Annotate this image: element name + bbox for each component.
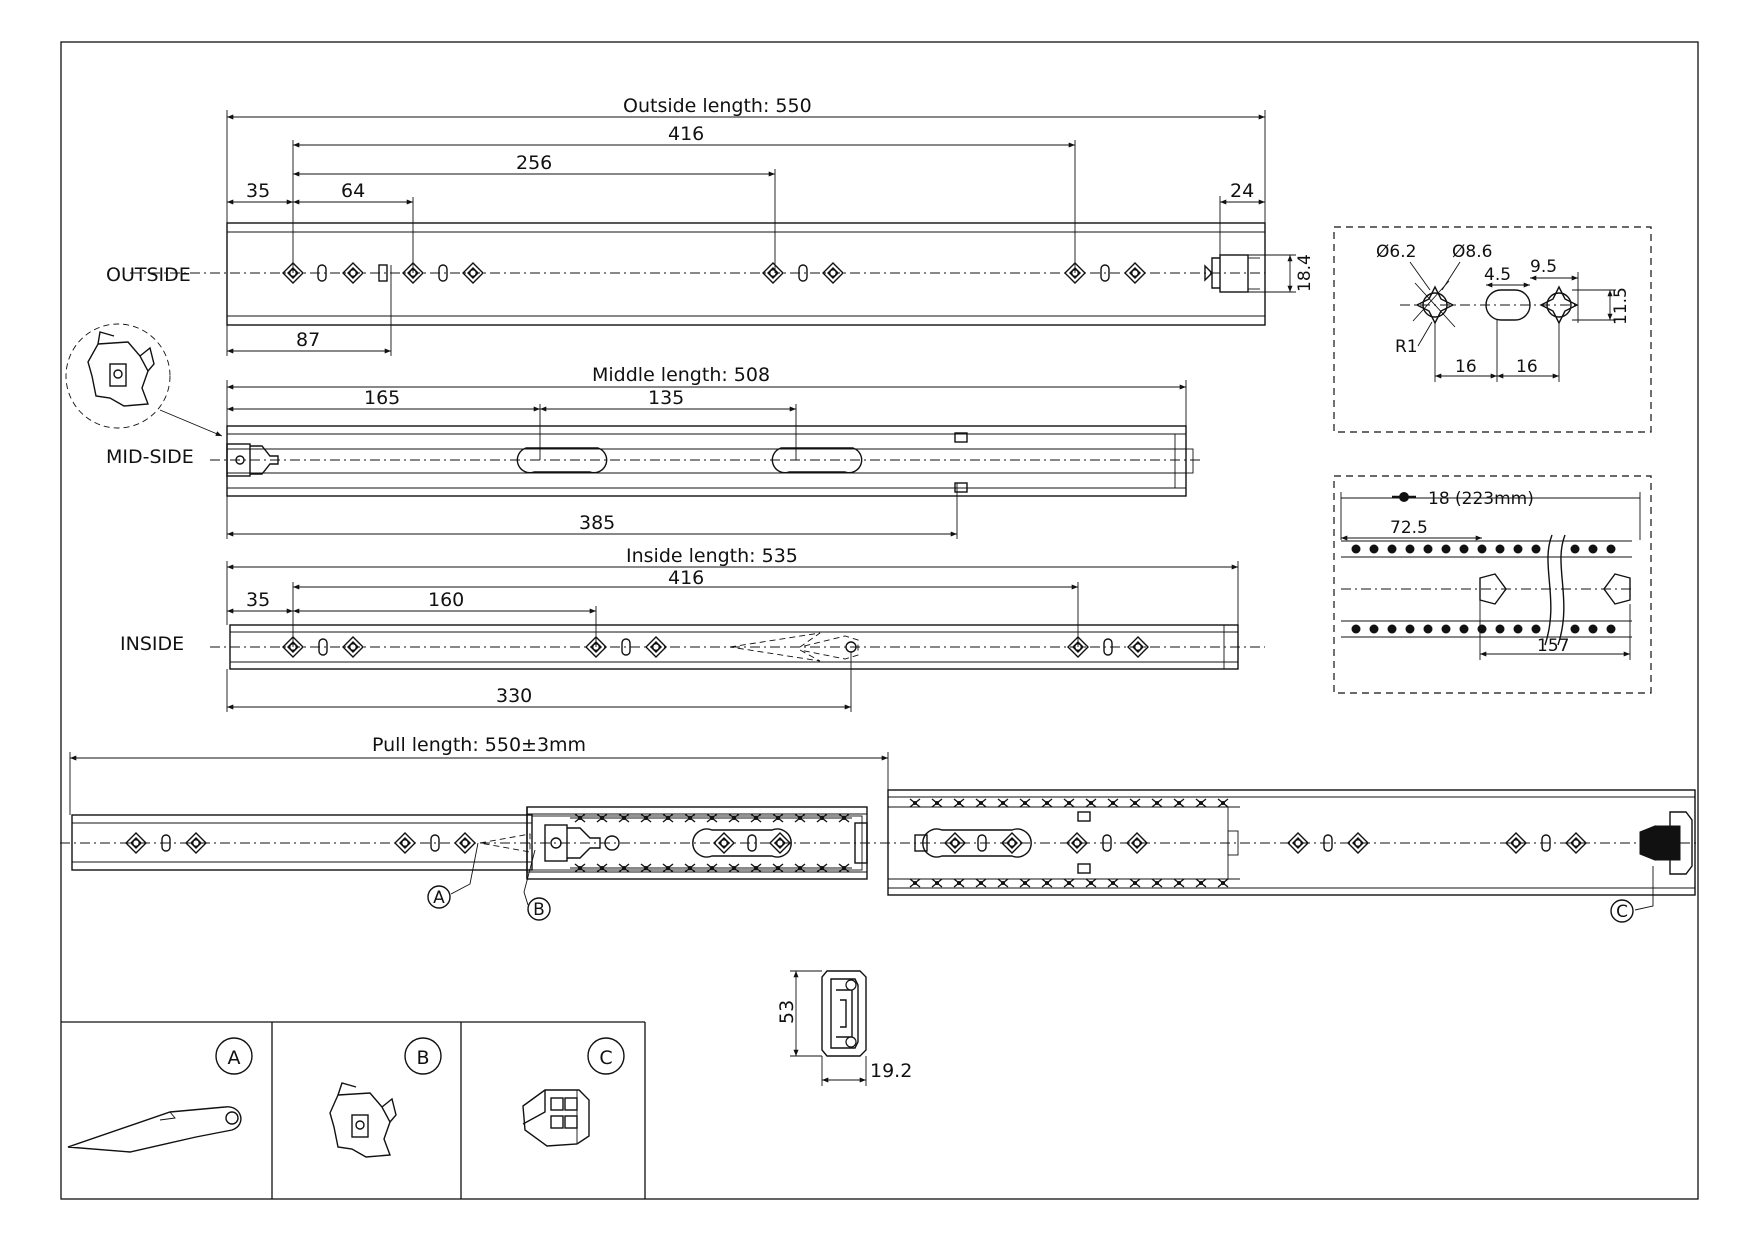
- hole-dim-4-5: 4.5: [1484, 265, 1511, 285]
- part-a-spring-lever: [67, 1106, 242, 1153]
- outside-label: OUTSIDE: [106, 264, 191, 286]
- pull-view: Pull length: 550±3mm: [60, 734, 1700, 923]
- inside-view: INSIDE Inside length: 535 416 35 160: [120, 545, 1265, 712]
- hole-dim-6-2: Ø6.2: [1376, 242, 1416, 262]
- hole-dim-16-b: 16: [1516, 357, 1538, 377]
- pull-callout-c: C: [1616, 902, 1628, 922]
- inside-dim-416: 416: [668, 567, 704, 589]
- section-dim-width: 19.2: [870, 1060, 912, 1082]
- ball-title: 18 (223mm): [1428, 489, 1534, 509]
- pull-callout-a: A: [433, 888, 445, 908]
- hole-dim-16-a: 16: [1455, 357, 1477, 377]
- section-dim-height: 53: [776, 1000, 798, 1024]
- ball-dim-72-5: 72.5: [1390, 518, 1428, 538]
- hole-dim-8-6: Ø8.6: [1452, 242, 1492, 262]
- outside-dim-18-4: 18.4: [1295, 254, 1315, 292]
- pull-end-stop: [1639, 811, 1693, 875]
- outside-title: Outside length: 550: [623, 95, 812, 117]
- ball-detail-box: 18 (223mm) 72.5 157: [1333, 475, 1652, 694]
- mid-side-label: MID-SIDE: [106, 446, 194, 468]
- drawing-frame: [60, 41, 1699, 1200]
- inside-dim-160: 160: [428, 589, 464, 611]
- hole-dim-r1: R1: [1395, 337, 1418, 357]
- middle-title: Middle length: 508: [592, 364, 770, 386]
- hole-dim-11-5: 11.5: [1611, 287, 1631, 325]
- ball-dim-157: 157: [1537, 636, 1569, 656]
- outside-dim-24: 24: [1230, 180, 1254, 202]
- mid-side-view: MID-SIDE Middle length: 508 165 135 385: [65, 323, 1200, 539]
- inside-dim-330: 330: [496, 685, 532, 707]
- parts-table: A B C: [61, 1021, 646, 1199]
- middle-dim-165: 165: [364, 387, 400, 409]
- middle-dim-385: 385: [579, 512, 615, 534]
- outside-dim-35: 35: [246, 180, 270, 202]
- mid-detail-clip: [87, 331, 155, 407]
- outside-dim-87: 87: [296, 329, 320, 351]
- inside-dim-35: 35: [246, 589, 270, 611]
- part-c-end-stop: [522, 1089, 590, 1147]
- hole-detail-box: Ø6.2 Ø8.6 4.5 9.5 11.5 R1 16 16: [1333, 226, 1652, 433]
- part-a-label: A: [228, 1047, 241, 1069]
- inside-title: Inside length: 535: [626, 545, 798, 567]
- pull-callout-b: B: [533, 900, 545, 920]
- pull-ball-cage-mid: [570, 813, 852, 873]
- inside-label: INSIDE: [120, 633, 184, 655]
- outside-dim-256: 256: [516, 152, 552, 174]
- pull-title: Pull length: 550±3mm: [372, 734, 586, 756]
- pull-latch: [544, 822, 868, 864]
- middle-dim-135: 135: [648, 387, 684, 409]
- cross-section: 53 19.2: [776, 970, 912, 1086]
- part-b-label: B: [416, 1047, 429, 1069]
- outside-view: OUTSIDE Outside length: 550 416: [106, 95, 1315, 356]
- part-b-clip: [329, 1082, 397, 1158]
- outside-dim-64: 64: [341, 180, 365, 202]
- part-c-label: C: [599, 1047, 612, 1069]
- hole-dim-9-5: 9.5: [1530, 257, 1557, 277]
- outside-dim-416: 416: [668, 123, 704, 145]
